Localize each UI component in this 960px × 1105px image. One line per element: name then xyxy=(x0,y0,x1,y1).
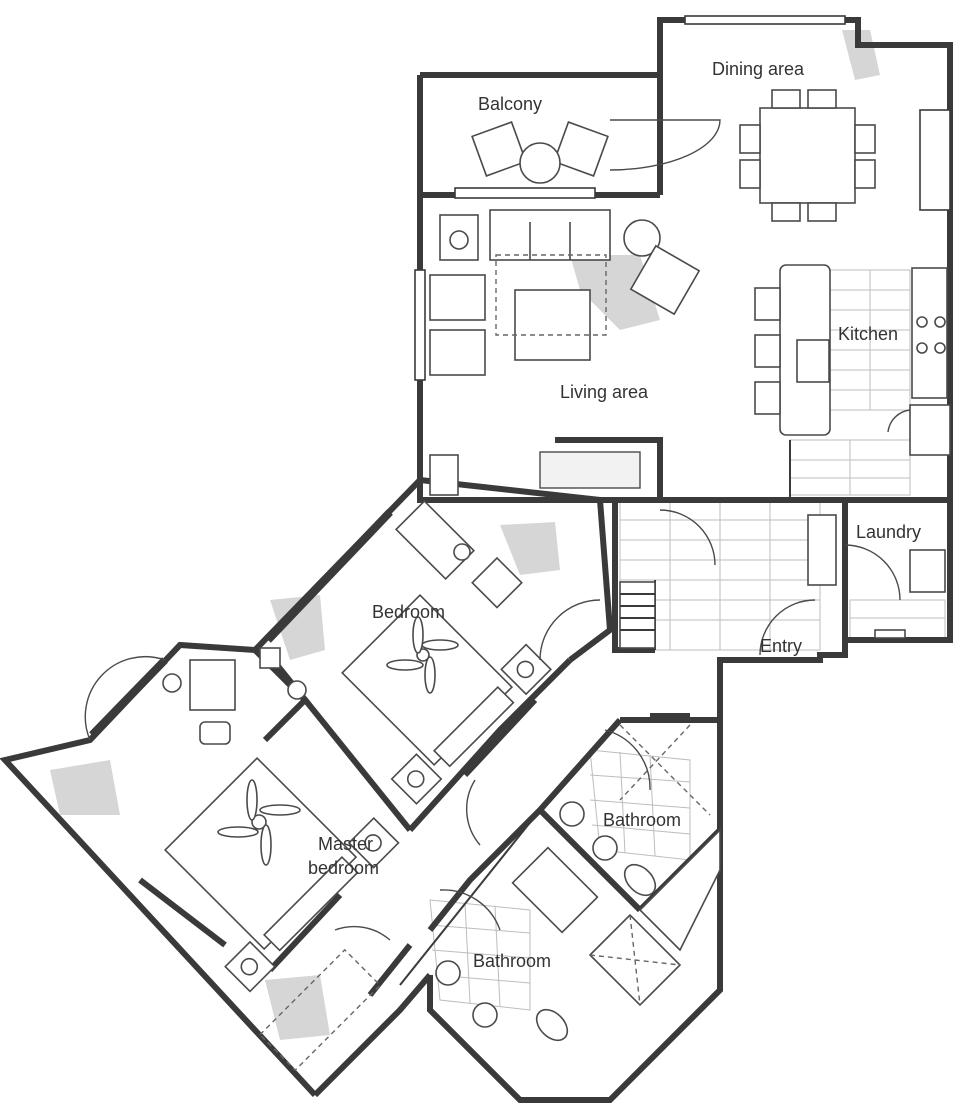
room-label-balcony: Balcony xyxy=(478,94,542,114)
laundry-entry-fixtures xyxy=(429,451,946,656)
bedroom-desk xyxy=(394,499,601,661)
room-label-master-line2: bedroom xyxy=(308,858,379,878)
room-label-master-line1: Master xyxy=(318,834,373,854)
kitchen-fixtures xyxy=(754,264,951,456)
room-label-bedroom: Bedroom xyxy=(372,602,445,622)
balcony-furniture xyxy=(471,119,721,184)
room-label-laundry: Laundry xyxy=(856,522,921,542)
entry-tile xyxy=(619,439,946,651)
dining-furniture xyxy=(739,89,876,222)
bath-fixtures xyxy=(435,724,721,1042)
living-furniture xyxy=(429,209,701,376)
master-seating xyxy=(162,647,481,1072)
master-furniture xyxy=(164,756,400,993)
room-label-bathroom-lower: Bathroom xyxy=(473,951,551,971)
room-label-bathroom-upper: Bathroom xyxy=(603,810,681,830)
room-label-living: Living area xyxy=(560,382,649,402)
room-label-dining: Dining area xyxy=(712,59,805,79)
ceiling-fan-master xyxy=(217,779,301,866)
room-label-kitchen: Kitchen xyxy=(838,324,898,344)
texture-patches xyxy=(50,30,880,1040)
room-label-entry: Entry xyxy=(760,636,802,656)
ceiling-fan-bedroom xyxy=(386,616,459,694)
windows xyxy=(84,15,951,997)
kitchen-tile xyxy=(829,269,911,411)
